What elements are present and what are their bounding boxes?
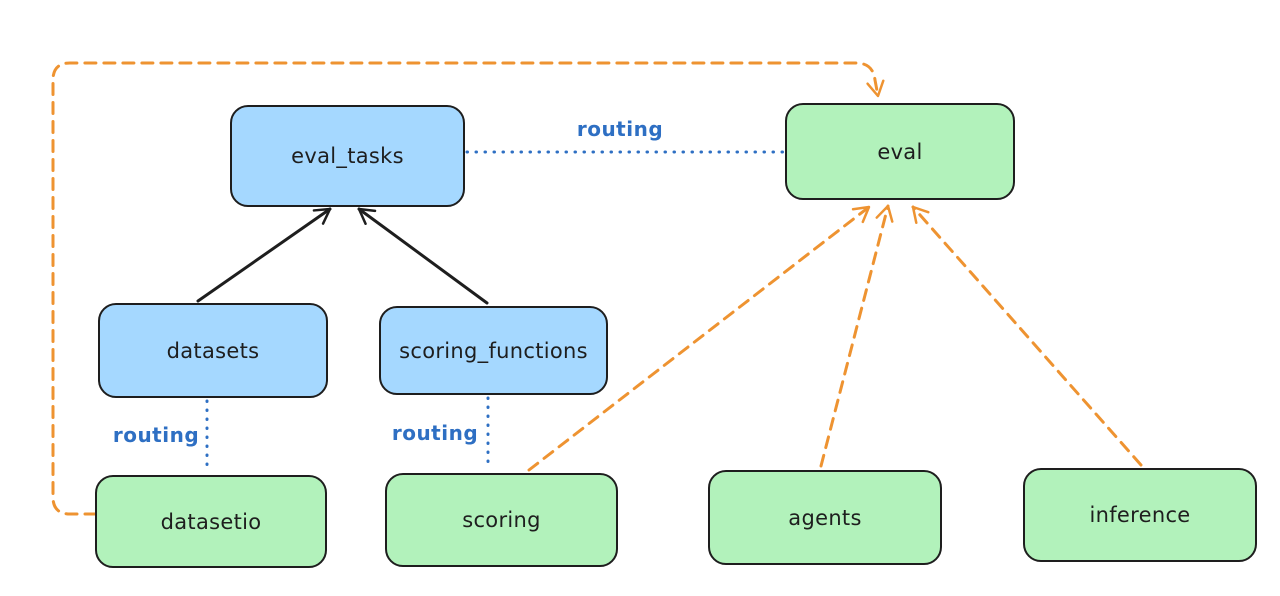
node-scoring: scoring xyxy=(385,473,618,567)
node-datasets-label: datasets xyxy=(166,338,260,363)
edge-scoring-functions-eval-tasks xyxy=(357,207,489,305)
node-datasetio-label: datasetio xyxy=(160,509,262,534)
node-agents: agents xyxy=(708,470,942,565)
edge-inference-eval xyxy=(911,205,1143,467)
node-scoring-label: scoring xyxy=(462,508,541,532)
node-eval-tasks-label: eval_tasks xyxy=(291,144,404,168)
node-inference: inference xyxy=(1023,468,1257,562)
node-eval-label: eval xyxy=(877,139,923,164)
edge-datasetio-eval xyxy=(51,61,885,516)
node-datasets: datasets xyxy=(98,303,328,398)
edge-agents-eval xyxy=(819,204,894,468)
node-datasetio: datasetio xyxy=(95,475,327,568)
edge-datasets-eval-tasks xyxy=(196,207,332,303)
node-eval-tasks: eval_tasks xyxy=(230,105,465,207)
node-scoring-functions-label: scoring_functions xyxy=(399,338,588,363)
node-agents-label: agents xyxy=(788,505,862,530)
node-eval: eval xyxy=(785,103,1015,200)
node-inference-label: inference xyxy=(1089,503,1191,527)
node-scoring-functions: scoring_functions xyxy=(379,306,608,395)
edge-scoring-eval xyxy=(527,205,871,472)
edge-label-routing-datasets-datasetio: routing xyxy=(112,423,200,447)
edge-label-routing-scoring-functions-scoring: routing xyxy=(391,421,479,445)
edge-label-routing-eval-tasks-eval: routing xyxy=(576,117,664,141)
